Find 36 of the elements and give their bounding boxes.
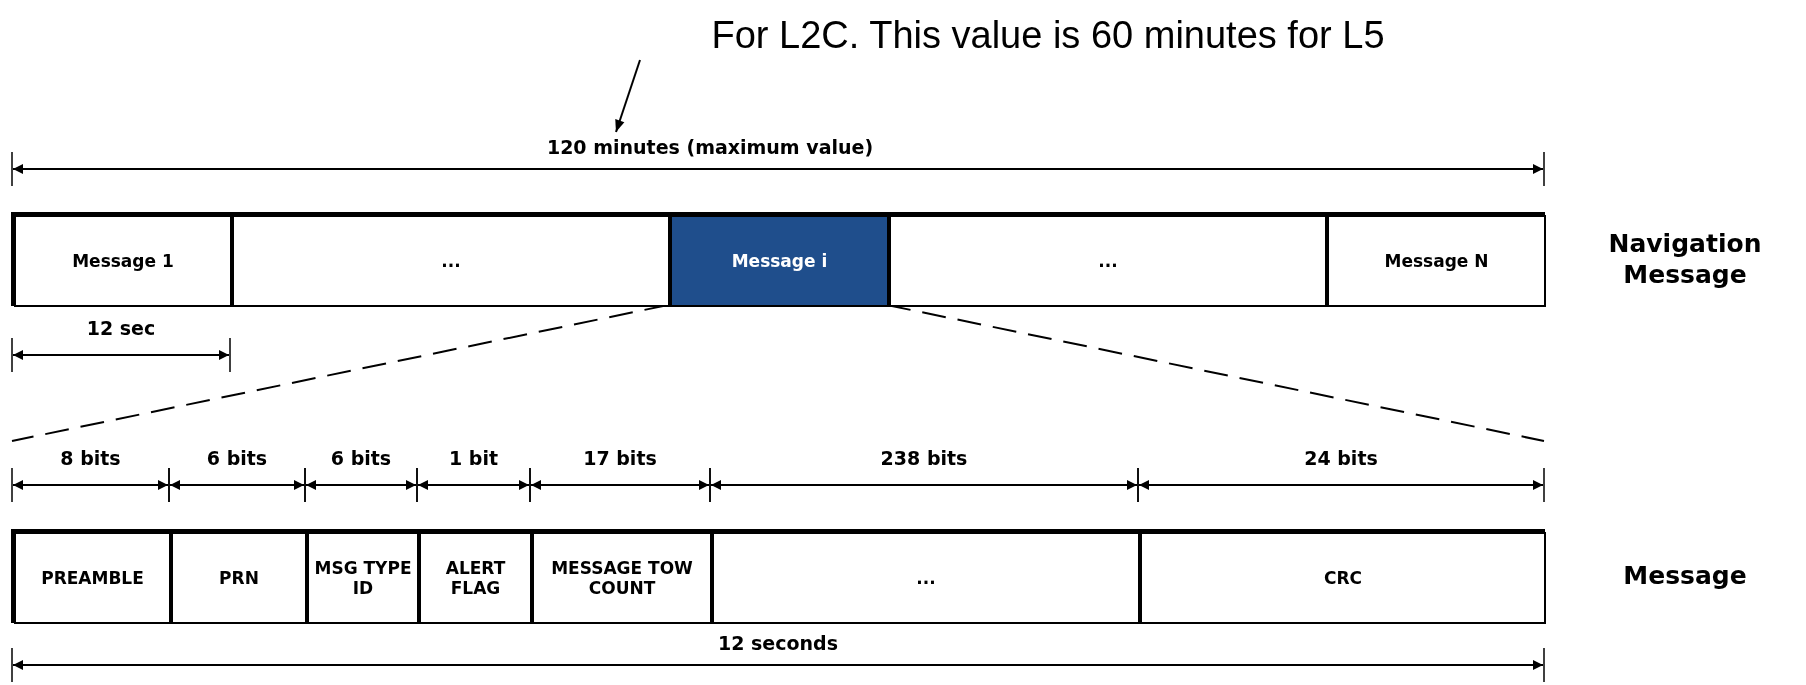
message-bar [12,213,1544,305]
row-caption: Navigation Message [1607,227,1763,291]
field-label: Message i [730,251,829,271]
field-box [14,215,232,307]
field-label: Message 1 [71,251,175,271]
message-bar [12,530,1544,622]
field-box [1327,215,1546,307]
dimension-label: 8 bits [0,448,191,469]
field-box [307,532,419,624]
field-label: PRN [218,568,260,588]
field-label: MSG TYPE ID [313,558,413,598]
row-caption: Message [1622,560,1748,593]
field-label: MESSAGE TOW COUNT [550,558,694,598]
note-text: For L2C. This value is 60 minutes for L5 [598,10,1498,60]
field-box [171,532,307,624]
dimension-label: 24 bits [1241,448,1441,469]
field-label: ... [440,251,462,271]
field-label: CRC [1322,568,1363,588]
field-label: Message N [1383,251,1490,271]
dimension-label: 17 bits [520,448,720,469]
field-label: ... [1097,251,1119,271]
field-box [532,532,712,624]
field-box [1140,532,1546,624]
field-box [419,532,532,624]
field-box [712,532,1140,624]
field-box [14,532,171,624]
field-label: PREAMBLE [40,568,145,588]
leader-line [615,59,641,133]
field-box [232,215,670,307]
dimension-label: 238 bits [824,448,1024,469]
field-box [670,215,889,307]
field-label: ... [915,568,937,588]
dimension-label: 120 minutes (maximum value) [500,132,920,162]
dimension-label: 12 sec [21,318,221,339]
field-box [889,215,1327,307]
field-label: ALERT FLAG [444,558,507,598]
